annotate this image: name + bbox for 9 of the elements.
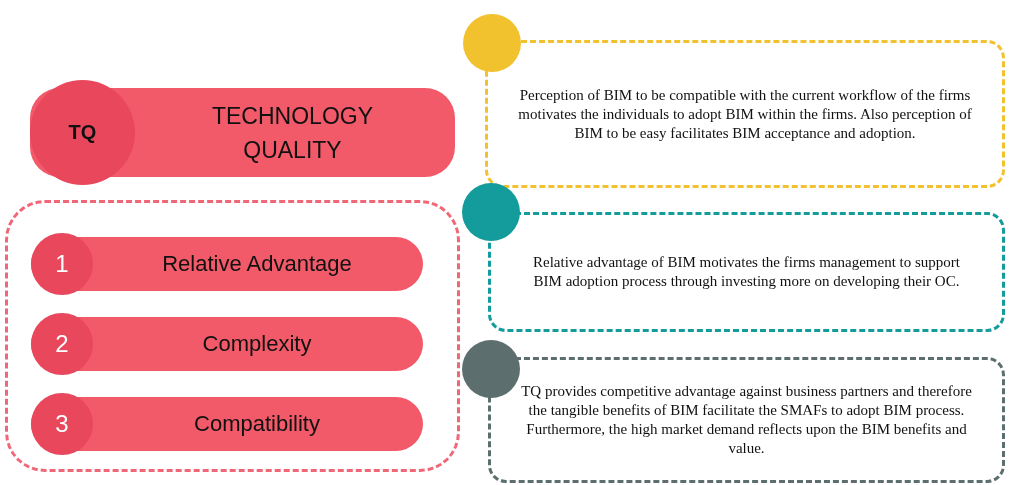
banner-title: TECHNOLOGY QUALITY [211, 101, 374, 165]
description-text: Perception of BIM to be compatible with the current workflow of the firms motivates the individuals to adopt BIM within the firms. Also perception of BIM to be easy facilitates BIM acceptance and adoption. [518, 85, 972, 143]
number-circle: 2 [31, 313, 93, 375]
number-circle: 3 [31, 393, 93, 455]
group-frame [5, 200, 460, 472]
description-text: TQ provides competitive advantage against business partners and therefore the tangible benefits of BIM facilitate the SMAFs to adopt BIM process. Furthermore, the high market demand reflects upon the BIM benefits and value. [521, 382, 972, 458]
acronym-circle: TQ [30, 80, 135, 185]
number-circle: 1 [31, 233, 93, 295]
description-text: Relative advantage of BIM motivates the firms management to support BIM adoption process through investing more on developing their OC. [532, 253, 961, 291]
